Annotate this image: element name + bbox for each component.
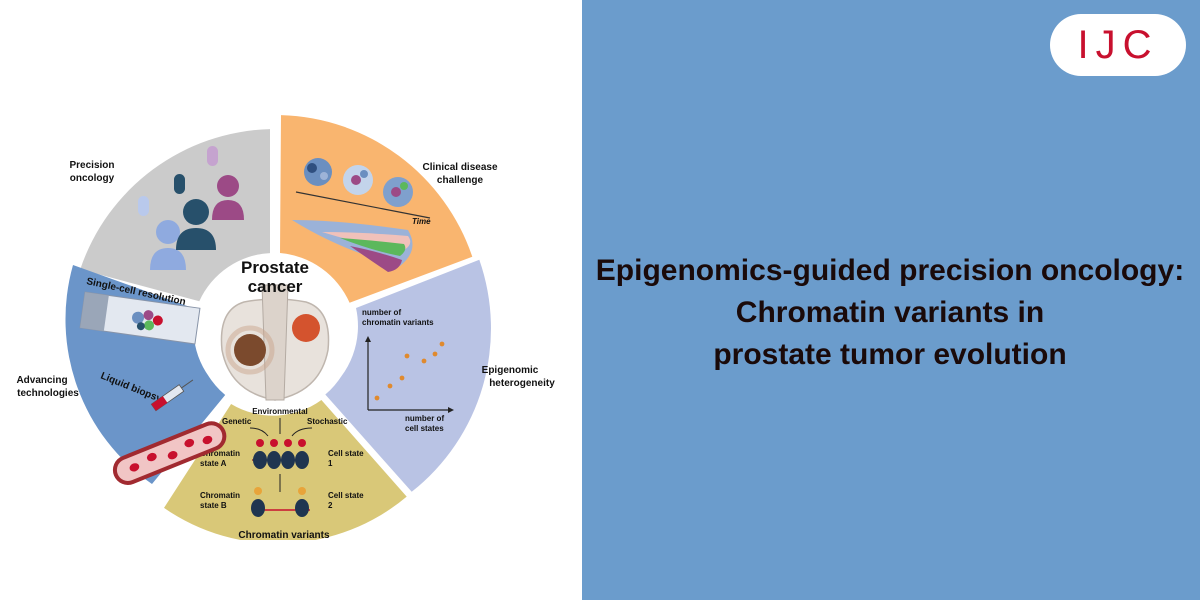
- chromatin-variants-label: Chromatin variants: [238, 530, 330, 540]
- scatter-xlabel-line1: number of: [405, 414, 444, 423]
- tumor-clusters-icon: [304, 158, 413, 207]
- segment-epigenomic-heterogeneity: [324, 259, 491, 492]
- patients-icon: [150, 175, 244, 270]
- influence-arrows: [249, 418, 313, 437]
- environmental-label: Environmental: [252, 407, 308, 416]
- nucleosomes-state-b: [251, 487, 310, 517]
- tumor-right-icon: [292, 314, 320, 342]
- urethra-illustration: [261, 284, 289, 401]
- pill-capsules-icon: [138, 146, 218, 216]
- cell-state-2-label-line2: 2: [328, 501, 333, 510]
- page-title: Epigenomics-guided precision oncology: C…: [590, 250, 1190, 376]
- title-line-2: Chromatin variants in: [735, 296, 1045, 329]
- advancing-technologies-label-line2: technologies: [17, 388, 79, 399]
- segment-precision-oncology: [80, 129, 270, 302]
- clinical-challenge-label-line1: Clinical disease: [422, 162, 497, 173]
- scatter-xlabel-line2: cell states: [405, 424, 444, 433]
- fish-plot-icon: [292, 220, 413, 272]
- epigenomic-label-line1: Epigenomic: [482, 365, 539, 376]
- figure-panel: Prostate cancer Precision oncology Clini…: [0, 0, 582, 600]
- scatter-ylabel-line2: chromatin variants: [362, 318, 434, 327]
- segment-clinical-disease-challenge: [280, 115, 473, 303]
- ijc-logo: IJC: [1050, 14, 1186, 76]
- title-panel: [582, 0, 1200, 600]
- time-label: Time: [412, 217, 431, 226]
- state-a-label-line2: state A: [200, 459, 227, 468]
- epigenomic-label-line2: heterogeneity: [489, 378, 555, 389]
- clinical-challenge-label-line2: challenge: [437, 175, 484, 186]
- precision-oncology-label-line1: Precision: [69, 160, 114, 171]
- precision-oncology-label-line2: oncology: [70, 173, 115, 184]
- tumor-left-icon: [234, 334, 266, 366]
- state-a-label-line1: Chromatin: [200, 449, 240, 458]
- tumor-left-glow: [225, 325, 275, 375]
- title-line-3: prostate tumor evolution: [713, 338, 1067, 371]
- advancing-technologies-label-line1: Advancing: [16, 375, 67, 386]
- center-title-line2: cancer: [248, 277, 303, 296]
- center-title-line1: Prostate: [241, 258, 309, 277]
- scatter-plot-icon: [365, 336, 454, 413]
- logo-text: IJC: [1077, 23, 1159, 67]
- cell-state-1-label-line2: 1: [328, 459, 333, 468]
- graphical-abstract-diagram: Prostate cancer Precision oncology Clini…: [16, 115, 555, 540]
- blood-vessel-icon: [112, 421, 227, 485]
- genetic-label: Genetic: [222, 417, 252, 426]
- cell-state-1-label-line1: Cell state: [328, 449, 364, 458]
- cell-state-2-label-line1: Cell state: [328, 491, 364, 500]
- time-arrow: [295, 191, 431, 219]
- microscope-slide-icon: [79, 291, 201, 345]
- scatter-ylabel-line1: number of: [362, 308, 401, 317]
- stochastic-label: Stochastic: [307, 417, 348, 426]
- title-line-1: Epigenomics-guided precision oncology:: [595, 254, 1185, 287]
- nucleosomes-state-a: [252, 439, 309, 469]
- state-b-label-line1: Chromatin: [200, 491, 240, 500]
- state-b-label-line2: state B: [200, 501, 227, 510]
- syringe-icon: [150, 379, 194, 412]
